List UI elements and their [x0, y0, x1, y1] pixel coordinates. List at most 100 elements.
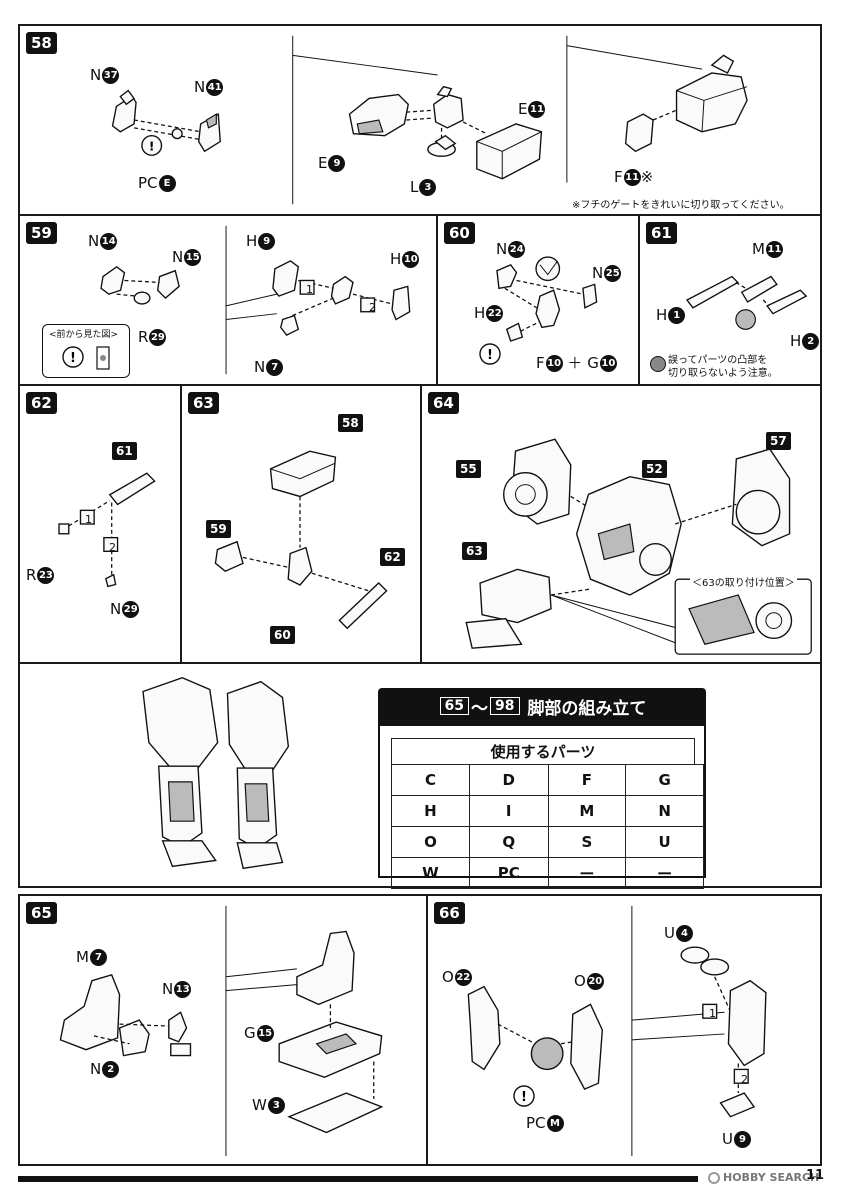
brand-logo-icon: [708, 1171, 720, 1184]
parts-table-header: 使用するパーツ: [391, 738, 695, 765]
step-number: 58: [26, 32, 57, 54]
step-63-panel: 63 58 59 62 60: [180, 384, 422, 664]
step-58-illustration: !: [111, 35, 748, 205]
order-1: 1: [709, 1007, 716, 1020]
step-62-illustration: [58, 472, 156, 588]
legs-illustration: [142, 677, 290, 870]
ref-step-58: 58: [338, 414, 363, 432]
gate-note: ※フチのゲートをきれいに切り取ってください。: [572, 200, 790, 211]
caution-note: 誤ってパーツの凸部を 切り取らないよう注意。: [668, 355, 778, 379]
step-60-illustration: [496, 256, 598, 342]
order-2: 2: [741, 1073, 748, 1086]
caution-icon: !: [513, 1085, 535, 1107]
step-59-illustration: [100, 225, 411, 375]
caution-icon: !: [479, 343, 501, 365]
ref-step-60: 60: [270, 626, 295, 644]
step-number: 64: [428, 392, 459, 414]
ref-step-62: 62: [380, 548, 405, 566]
footer-brand: HOBBY SEARCH: [708, 1171, 819, 1184]
footer-rule: [18, 1176, 698, 1182]
ref-step-63: 63: [462, 542, 487, 560]
svg-text:!: !: [70, 351, 76, 366]
caution-icon: !: [62, 346, 110, 370]
leg-assembly-header: 65～98 脚部の組み立て: [378, 688, 706, 724]
front-view-label: <前から見た図>: [49, 330, 119, 340]
step-66-illustration: [467, 905, 767, 1157]
step-61-illustration: [685, 275, 808, 330]
svg-text:!: !: [487, 348, 493, 363]
step-58-panel: 58 !: [18, 24, 822, 216]
front-view-callout: <前から見た図> !: [42, 324, 130, 378]
step-number: 60: [444, 222, 475, 244]
ref-step-52: 52: [642, 460, 667, 478]
warning-icon: [650, 356, 666, 372]
step-number: 65: [26, 902, 57, 924]
step-number: 59: [26, 222, 57, 244]
step-63-illustration: [214, 450, 388, 630]
page-number: 11: [806, 1168, 825, 1183]
step-64-illustration: [465, 438, 812, 655]
step-number: 61: [646, 222, 677, 244]
ref-step-55: 55: [456, 460, 481, 478]
step-65-illustration: [59, 905, 384, 1157]
order-1: 1: [306, 283, 313, 296]
svg-text:!: !: [149, 138, 155, 153]
ref-step-59: 59: [206, 520, 231, 538]
order-2: 2: [109, 541, 116, 554]
order-2: 2: [369, 301, 376, 314]
ref-step-61: 61: [112, 442, 137, 460]
step-number: 63: [188, 392, 219, 414]
attach-position-label: ＜63の取り付け位置＞: [690, 574, 797, 589]
order-1: 1: [85, 513, 92, 526]
step-number: 66: [434, 902, 465, 924]
step-number: 62: [26, 392, 57, 414]
svg-text:!: !: [521, 1090, 527, 1105]
ref-step-57: 57: [766, 432, 791, 450]
